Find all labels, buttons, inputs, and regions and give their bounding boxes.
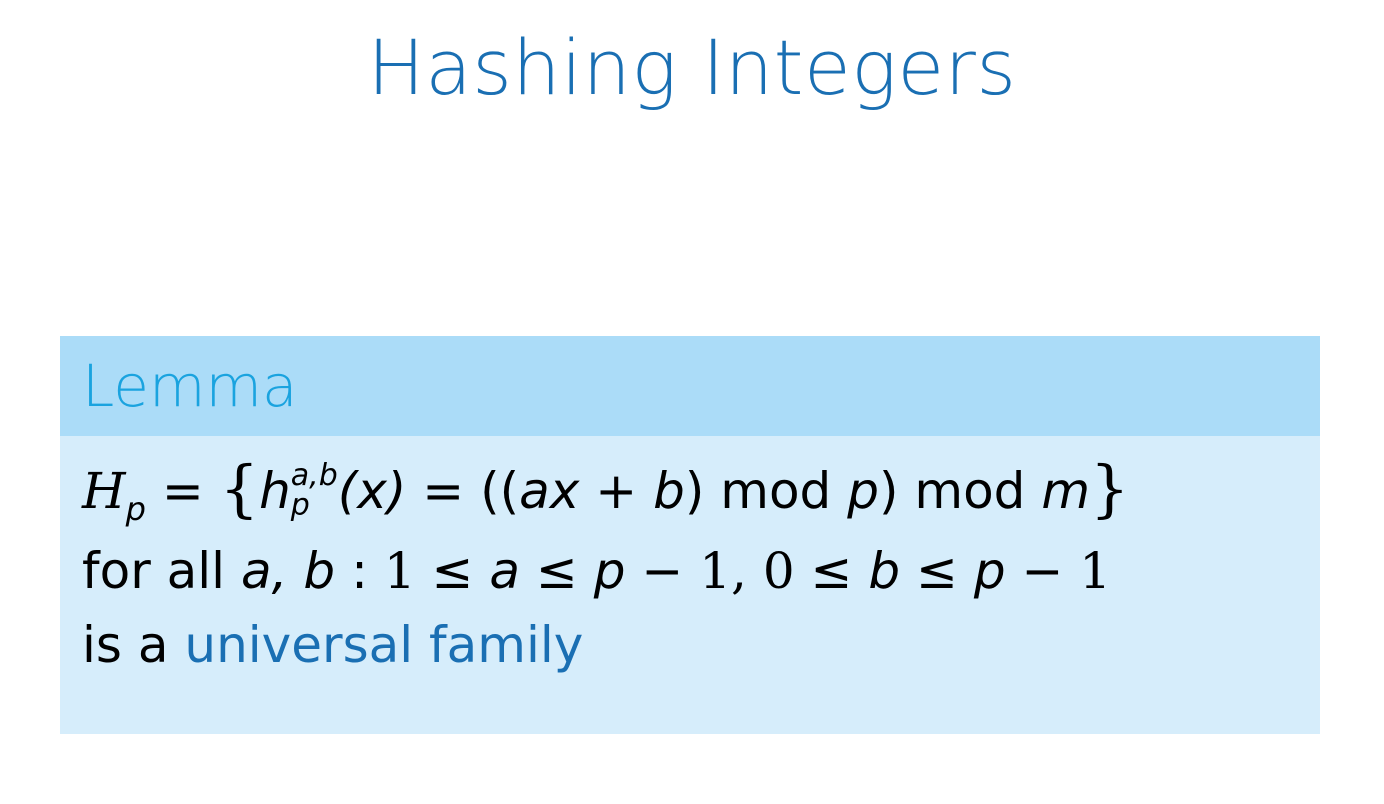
term-m: m bbox=[1041, 462, 1091, 520]
lemma-conclusion-line: is a universal family bbox=[82, 608, 1320, 682]
cond1-upper-var: p bbox=[593, 542, 626, 600]
paren-close-1: ) bbox=[684, 462, 705, 520]
close-brace: } bbox=[1090, 452, 1130, 525]
le-sign-1: ≤ bbox=[431, 542, 474, 600]
minus-sign-2: − bbox=[1021, 542, 1064, 600]
lemma-conditions-line: for all a, b : 1 ≤ a ≤ p − 1, 0 ≤ b ≤ p … bbox=[82, 534, 1320, 608]
lemma-header: Lemma bbox=[60, 336, 1320, 436]
paren-close-2: ) bbox=[878, 462, 899, 520]
cond1-var: a bbox=[489, 542, 520, 600]
equals-sign: = bbox=[161, 462, 204, 520]
le-sign-4: ≤ bbox=[916, 542, 958, 600]
hash-function-argument: (x) bbox=[337, 462, 407, 520]
cond2-lower: 0 bbox=[762, 542, 795, 600]
term-b: b bbox=[653, 462, 685, 520]
cond2-var: b bbox=[868, 542, 901, 600]
conditions-colon: : bbox=[351, 542, 368, 600]
plus-sign: + bbox=[595, 462, 638, 520]
hash-function-superscript: a,b bbox=[290, 457, 338, 493]
cond2-upper-const: 1 bbox=[1079, 542, 1112, 600]
hash-family-subscript: p bbox=[125, 490, 146, 528]
mod-operator-2: mod bbox=[914, 462, 1026, 520]
slide-title: Hashing Integers bbox=[367, 23, 1017, 112]
conditions-prefix: for all bbox=[82, 542, 226, 600]
cond1-upper-const: 1, bbox=[699, 542, 747, 600]
hash-function-symbol: h bbox=[259, 462, 291, 520]
term-p: p bbox=[847, 462, 879, 520]
hash-function-subscript: p bbox=[290, 487, 310, 523]
term-ax: ax bbox=[519, 462, 580, 520]
conclusion-prefix: is a bbox=[82, 616, 169, 674]
le-sign-3: ≤ bbox=[810, 542, 853, 600]
paren-open: (( bbox=[480, 462, 520, 520]
conditions-vars: a, b bbox=[240, 542, 336, 600]
cond2-upper-var: p bbox=[973, 542, 1006, 600]
cond1-lower: 1 bbox=[383, 542, 416, 600]
mod-operator-1: mod bbox=[720, 462, 832, 520]
hash-family-symbol: H bbox=[82, 462, 126, 520]
universal-family-link[interactable]: universal family bbox=[184, 616, 584, 674]
equals-sign-2: = bbox=[422, 462, 465, 520]
open-brace: { bbox=[219, 452, 260, 525]
le-sign-2: ≤ bbox=[535, 542, 578, 600]
minus-sign-1: − bbox=[641, 542, 684, 600]
lemma-header-label: Lemma bbox=[82, 352, 298, 420]
